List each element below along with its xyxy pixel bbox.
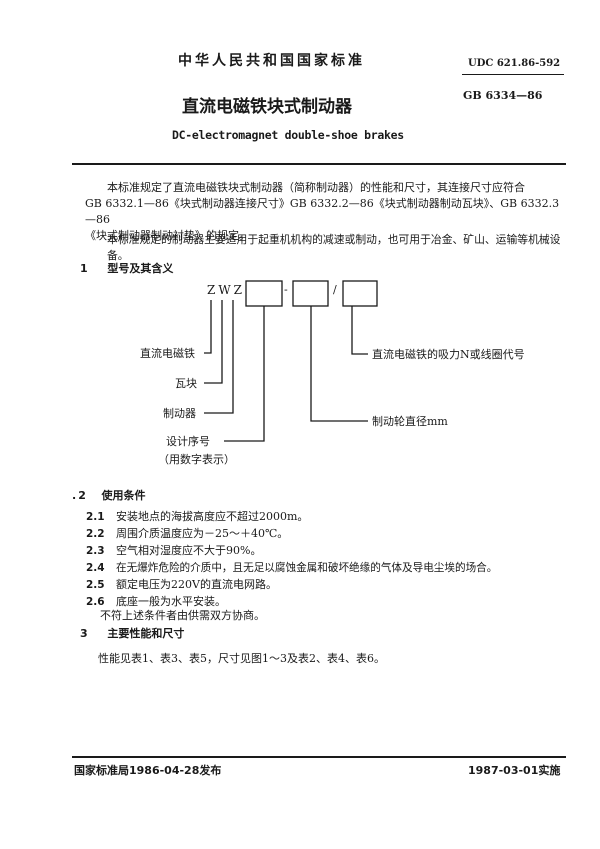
section-3-title: 主要性能和尺寸: [107, 627, 185, 640]
model-code-prefix: ZWZ: [207, 283, 246, 297]
section-1-title: 型号及其含义: [107, 262, 174, 275]
intro-paragraph-1: 本标准规定了直流电磁铁块式制动器（简称制动器）的性能和尺寸，其连接尺寸应符合 G…: [85, 180, 565, 244]
top-divider: [72, 163, 566, 165]
leader-suction: [351, 306, 368, 355]
section-2-heading: .2 使用条件: [72, 489, 146, 502]
issued-date: 国家标准局1986-04-28发布: [74, 764, 222, 777]
label-wheel-dia: 制动轮直径mm: [372, 415, 448, 428]
label-brake: 制动器: [163, 407, 196, 420]
footer-rule: [72, 756, 566, 758]
intro-line-2: GB 6332.1—86《块式制动器连接尺寸》GB 6332.2—86《块式制动…: [85, 197, 560, 226]
label-design-seq: 设计序号: [166, 435, 210, 448]
label-shoe: 瓦块: [175, 377, 197, 390]
section-3-text: 性能见表1、表3、表5，尺寸见图1～3及表2、表4、表6。: [98, 652, 385, 665]
label-electromagnet: 直流电磁铁: [140, 347, 195, 360]
label-design-seq-note: （用数字表示）: [158, 453, 235, 466]
model-box-wheel-dia: [292, 280, 329, 307]
section-2-number: 2: [78, 489, 86, 502]
section-3-number: 3: [80, 627, 88, 640]
leader-shoe: [204, 300, 223, 384]
section-2-title: 使用条件: [101, 489, 146, 502]
leader-wheel-dia: [310, 306, 368, 422]
document-title-en: DC-electromagnet double-shoe brakes: [172, 128, 404, 142]
intro-paragraph-2: 本标准规定的制动器主要适用于起重机机构的减速或制动，也可用于冶金、矿山、运输等机…: [107, 233, 561, 262]
effective-date: 1987-03-01实施: [468, 764, 561, 777]
udc-number: UDC 621.86-592: [468, 58, 561, 69]
intro-line-1: 本标准规定了直流电磁铁块式制动器（简称制动器）的性能和尺寸，其连接尺寸应符合: [107, 181, 525, 194]
section-1-heading: 1 型号及其含义: [80, 260, 173, 276]
leader-brake: [204, 300, 234, 414]
standard-header: 中华人民共和国国家标准: [178, 53, 365, 69]
gb-number: GB 6334—86: [463, 89, 543, 102]
model-slash: /: [333, 283, 337, 296]
section-3-heading: 3 主要性能和尺寸: [80, 625, 184, 641]
leader-design-seq: [224, 306, 265, 442]
leader-electromagnet: [204, 300, 212, 354]
label-suction: 直流电磁铁的吸力N或线圈代号: [372, 348, 525, 361]
intro-line-3: 《块式制动器制动衬垫》的规定。: [85, 229, 250, 242]
document-title: 直流电磁铁块式制动器: [182, 97, 352, 117]
section-1-number: 1: [80, 262, 88, 275]
model-box-suction: [342, 280, 378, 307]
header-rule-udc: [462, 74, 564, 75]
conditions-note: 不符上述条件者由供需双方协商。: [100, 609, 265, 622]
model-box-design-seq: [245, 280, 283, 307]
model-dash: -: [284, 283, 288, 296]
